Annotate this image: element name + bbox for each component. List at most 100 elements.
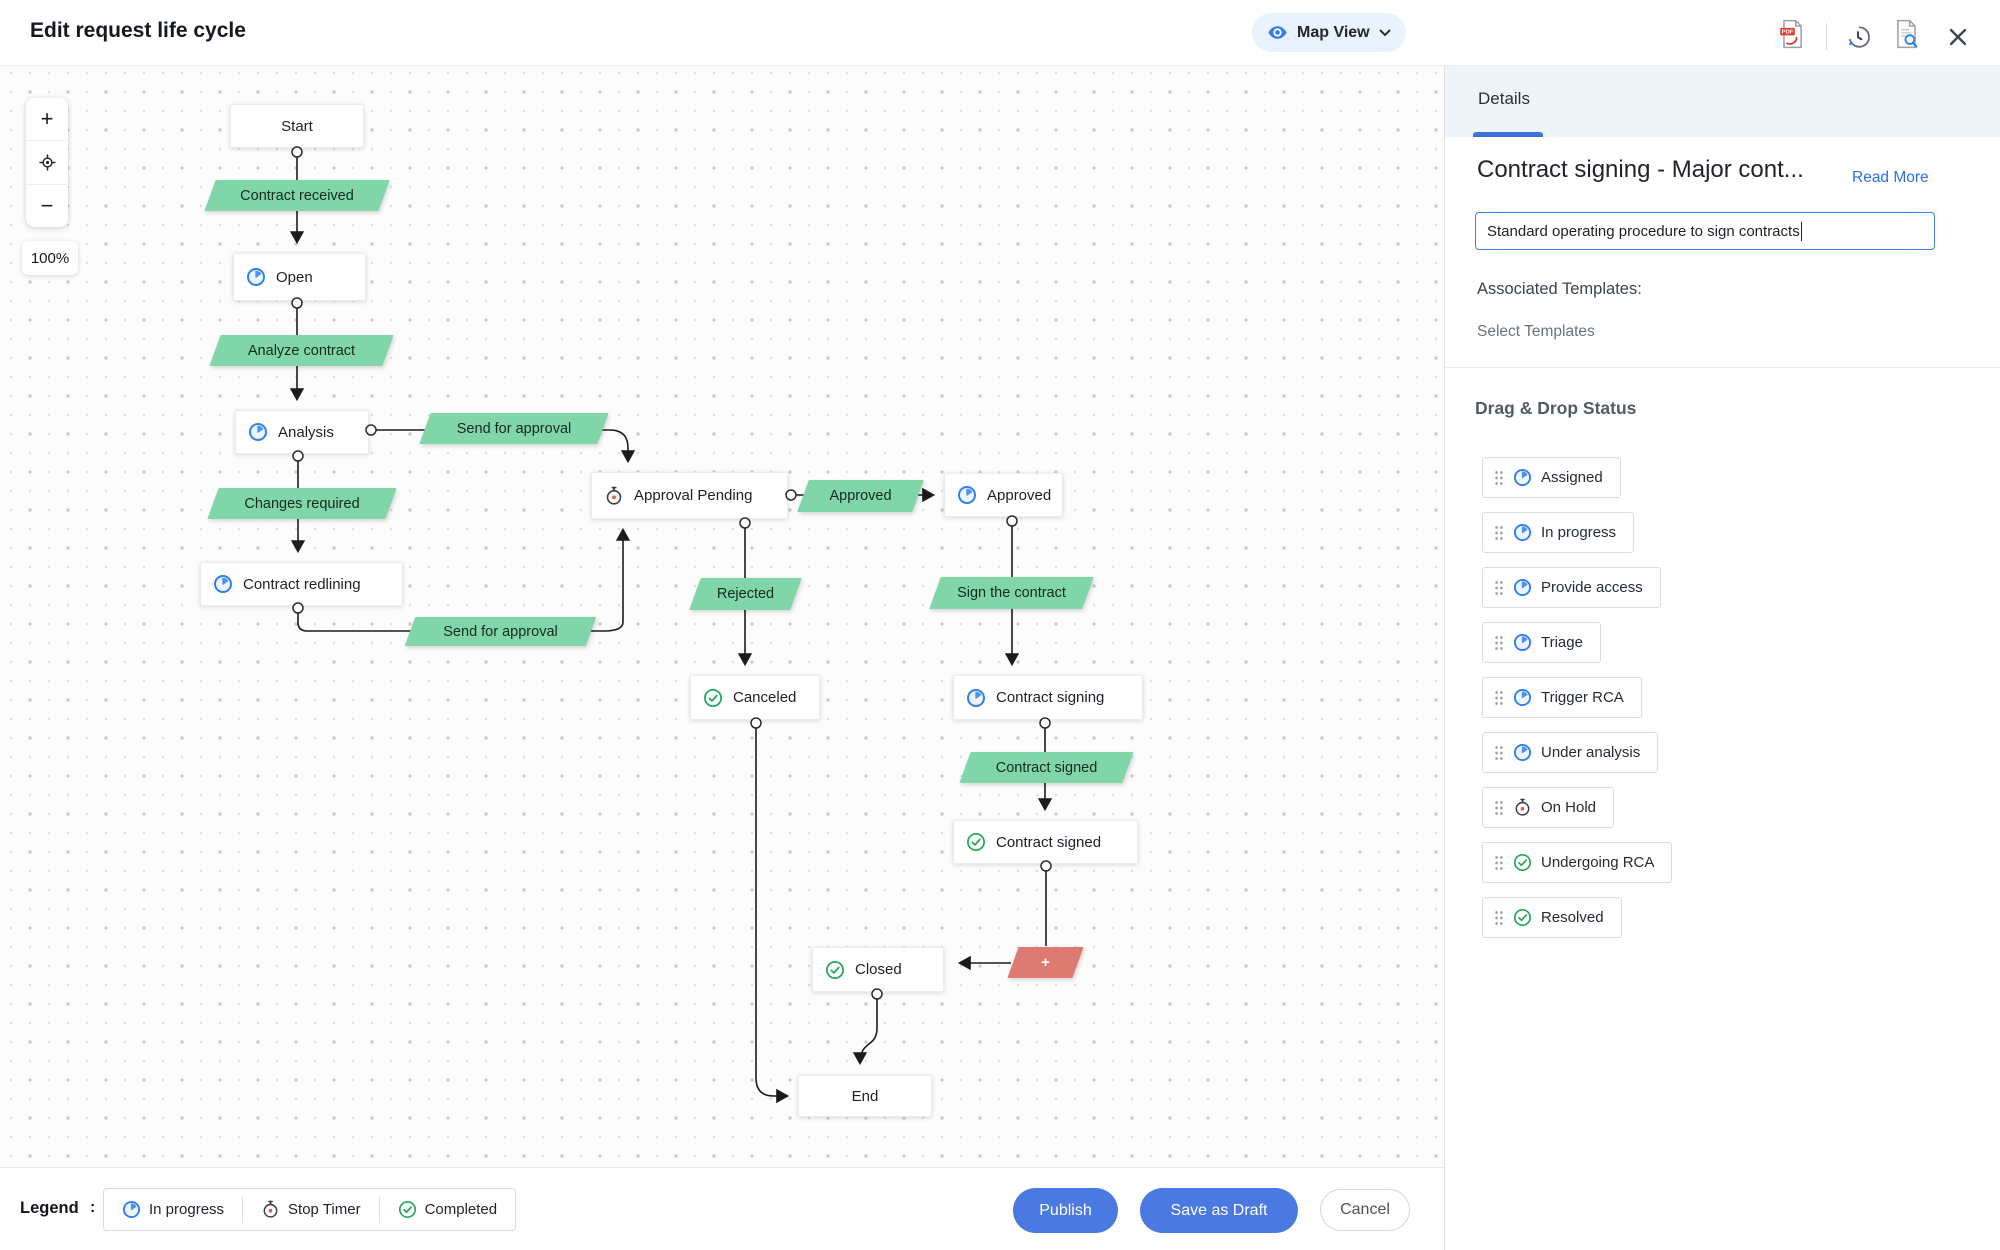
flow-node-contract-signing[interactable]: Contract signing bbox=[953, 675, 1143, 720]
view-selector-dropdown[interactable]: Map View bbox=[1252, 13, 1406, 52]
flow-node-contract-signed[interactable]: Contract signed bbox=[953, 820, 1138, 864]
drag-handle-icon[interactable] bbox=[1494, 855, 1504, 871]
publish-button[interactable]: Publish bbox=[1013, 1188, 1118, 1233]
flow-node-closed[interactable]: Closed bbox=[812, 947, 944, 992]
header-bar: Edit request life cycle Map View bbox=[0, 0, 2000, 66]
node-label: Canceled bbox=[733, 689, 797, 706]
drag-handle-icon[interactable] bbox=[1494, 690, 1504, 706]
chevron-down-icon bbox=[1379, 29, 1391, 37]
node-label: Approved bbox=[987, 486, 1052, 504]
page-title: Edit request life cycle bbox=[30, 19, 246, 42]
export-pdf-icon[interactable] bbox=[1778, 19, 1806, 49]
node-label: Approval Pending bbox=[634, 487, 753, 504]
edge-label-changes-required[interactable]: Changes required bbox=[207, 488, 397, 519]
edge-label-rejected[interactable]: Rejected bbox=[689, 578, 802, 610]
completed-icon bbox=[398, 1200, 417, 1219]
node-label: Analysis bbox=[278, 423, 334, 441]
associated-templates-label: Associated Templates: bbox=[1477, 280, 1642, 298]
edge-label-sign-the-contract[interactable]: Sign the contract bbox=[929, 577, 1094, 609]
status-chip-provide-access[interactable]: Provide access bbox=[1482, 567, 1661, 608]
document-search-icon[interactable] bbox=[1893, 19, 1921, 49]
status-chip-trigger-rca[interactable]: Trigger RCA bbox=[1482, 677, 1642, 718]
node-label: Open bbox=[276, 268, 313, 286]
flow-node-contract-redlining[interactable]: Contract redlining bbox=[200, 562, 403, 606]
legend-item-in-progress: In progress bbox=[104, 1197, 242, 1222]
edge-label-analyze-contract[interactable]: Analyze contract bbox=[209, 335, 394, 366]
status-chip-on-hold[interactable]: On Hold bbox=[1482, 787, 1615, 828]
node-label: Contract signing bbox=[996, 689, 1105, 706]
edge-label-contract-signed[interactable]: Contract signed bbox=[959, 752, 1134, 783]
view-selector-label: Map View bbox=[1297, 23, 1370, 41]
panel-divider bbox=[1445, 367, 2000, 368]
edge-label-send-for-approval-1[interactable]: Send for approval bbox=[419, 413, 609, 444]
flow-node-open[interactable]: Open bbox=[233, 253, 366, 301]
in-progress-icon bbox=[1513, 523, 1532, 542]
status-chip-in-progress[interactable]: In progress bbox=[1482, 512, 1635, 553]
history-icon[interactable] bbox=[1845, 24, 1871, 50]
drag-handle-icon[interactable] bbox=[1494, 470, 1504, 486]
drag-handle-icon[interactable] bbox=[1494, 745, 1504, 761]
edge-label-send-for-approval-2[interactable]: Send for approval bbox=[404, 617, 597, 646]
node-label: Contract redlining bbox=[243, 575, 361, 593]
in-progress-icon bbox=[1513, 688, 1532, 707]
description-value: Standard operating procedure to sign con… bbox=[1487, 222, 1800, 240]
drag-handle-icon[interactable] bbox=[1494, 800, 1504, 816]
stop-timer-icon bbox=[261, 1200, 280, 1219]
flow-node-start[interactable]: Start bbox=[230, 104, 364, 148]
flow-node-approved[interactable]: Approved bbox=[944, 473, 1063, 517]
node-label: Contract signed bbox=[996, 833, 1102, 851]
node-label: Start bbox=[281, 117, 313, 135]
active-tab-indicator bbox=[1473, 132, 1543, 137]
zoom-control: + − bbox=[26, 98, 68, 227]
status-chip-undergoing-rca[interactable]: Undergoing RCA bbox=[1482, 842, 1673, 883]
read-more-link[interactable]: Read More bbox=[1852, 169, 1929, 186]
zoom-in-button[interactable]: + bbox=[26, 98, 68, 140]
flow-canvas[interactable] bbox=[0, 66, 1444, 1167]
completed-icon bbox=[825, 960, 845, 980]
drag-handle-icon[interactable] bbox=[1494, 910, 1504, 926]
legend-item-stop-timer: Stop Timer bbox=[242, 1197, 379, 1222]
status-chip-under-analysis[interactable]: Under analysis bbox=[1482, 732, 1659, 773]
select-templates-link[interactable]: Select Templates bbox=[1477, 323, 1595, 340]
in-progress-icon bbox=[1513, 633, 1532, 652]
legend-item-completed: Completed bbox=[378, 1197, 516, 1222]
edge-label-approved[interactable]: Approved bbox=[797, 480, 924, 512]
toolbar-divider bbox=[1826, 23, 1827, 50]
drag-handle-icon[interactable] bbox=[1494, 635, 1504, 651]
drag-handle-icon[interactable] bbox=[1494, 525, 1504, 541]
zoom-out-button[interactable]: − bbox=[26, 183, 68, 227]
crosshair-icon bbox=[37, 152, 58, 173]
close-icon[interactable] bbox=[1946, 25, 1970, 49]
completed-icon bbox=[966, 832, 986, 852]
eye-icon bbox=[1267, 22, 1288, 43]
completed-icon bbox=[1513, 908, 1532, 927]
status-chip-triage[interactable]: Triage bbox=[1482, 622, 1601, 663]
in-progress-icon bbox=[1513, 578, 1532, 597]
in-progress-icon bbox=[122, 1200, 141, 1219]
in-progress-icon bbox=[246, 267, 266, 287]
edge-label-contract-received[interactable]: Contract received bbox=[204, 180, 390, 211]
in-progress-icon bbox=[1513, 468, 1532, 487]
flow-node-end[interactable]: End bbox=[798, 1075, 932, 1117]
in-progress-icon bbox=[957, 485, 977, 505]
add-transition-button[interactable]: + bbox=[1007, 947, 1084, 978]
flow-node-approval-pending[interactable]: Approval Pending bbox=[591, 472, 788, 519]
plus-icon: + bbox=[40, 106, 54, 132]
completed-icon bbox=[703, 688, 723, 708]
stop-timer-icon bbox=[604, 486, 624, 506]
tab-details[interactable]: Details bbox=[1478, 89, 1530, 108]
center-view-button[interactable] bbox=[26, 140, 68, 183]
save-as-draft-button[interactable]: Save as Draft bbox=[1140, 1188, 1298, 1233]
in-progress-icon bbox=[1513, 743, 1532, 762]
node-label: End bbox=[851, 1087, 879, 1105]
completed-icon bbox=[1513, 853, 1532, 872]
status-chip-resolved[interactable]: Resolved bbox=[1482, 897, 1622, 938]
cancel-button[interactable]: Cancel bbox=[1320, 1189, 1410, 1231]
description-input[interactable]: Standard operating procedure to sign con… bbox=[1475, 212, 1935, 250]
flow-node-canceled[interactable]: Canceled bbox=[690, 675, 820, 720]
status-chip-assigned[interactable]: Assigned bbox=[1482, 457, 1621, 498]
drag-handle-icon[interactable] bbox=[1494, 580, 1504, 596]
drag-drop-heading: Drag & Drop Status bbox=[1475, 398, 1637, 418]
flow-node-analysis[interactable]: Analysis bbox=[235, 410, 369, 454]
